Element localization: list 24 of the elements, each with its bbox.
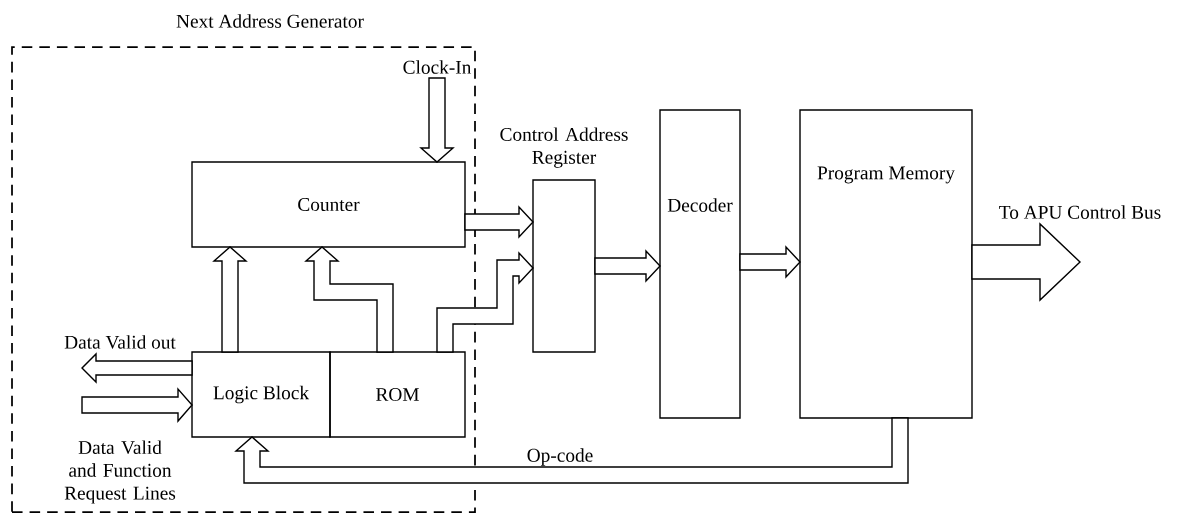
bus-arrow [212, 246, 248, 353]
edge-label: Data Valid and Function Request Lines [64, 440, 176, 504]
node-label: Next Address Generator [176, 14, 364, 28]
block-box: Counter [191, 161, 466, 248]
block-box: Logic Block [191, 351, 331, 438]
bus-arrow [436, 251, 534, 353]
bus-arrow [971, 222, 1082, 302]
bus-arrow [419, 77, 455, 163]
bus-arrow [739, 245, 801, 279]
bus-arrow [234, 417, 909, 484]
bus-arrow [81, 352, 193, 384]
edge-label: Data Valid out [64, 335, 176, 349]
edge-label: To APU Control Bus [999, 205, 1161, 219]
edge-label: Op-code [527, 448, 593, 466]
bus-arrow [304, 246, 394, 353]
bus-arrow [594, 249, 661, 283]
signal-label: Clock-In [403, 60, 472, 74]
bus-arrow [81, 387, 193, 423]
block-box: Control Address Register [500, 127, 628, 353]
block-box: Program Memory [799, 109, 973, 419]
block-box: Decoder [659, 109, 741, 419]
node-label: Control Address Register [500, 127, 628, 168]
block-box: ROM [329, 351, 466, 438]
bus-arrow [464, 205, 534, 239]
